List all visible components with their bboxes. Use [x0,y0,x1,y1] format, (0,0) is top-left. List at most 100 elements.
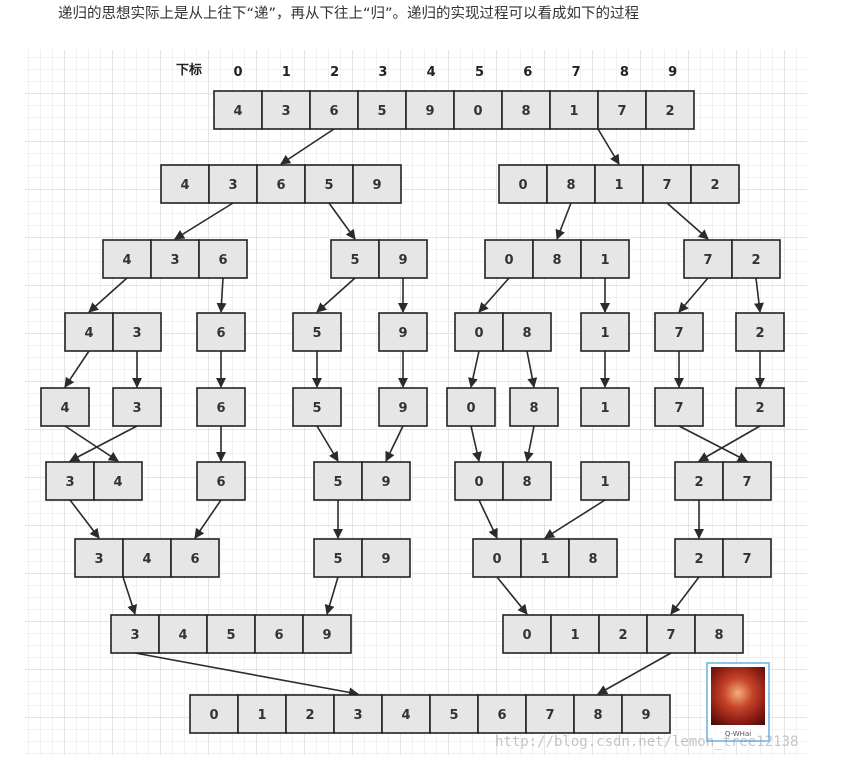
cell-value: 5 [312,326,321,341]
cell-value: 8 [522,326,531,341]
cell-value: 3 [94,552,103,567]
array-cell [160,164,210,204]
cell-value: 1 [600,475,609,490]
array-cell [646,614,696,654]
array-box: 9 [378,312,428,352]
cell-value: 8 [521,104,530,119]
array-cell [502,614,552,654]
arrow [64,350,90,388]
cell-value: 5 [333,552,342,567]
cell-value: 8 [593,708,602,723]
cell-value: 4 [178,628,187,643]
array-cell [313,538,363,578]
cell-value: 8 [552,253,561,268]
array-cell [722,461,772,501]
cell-value: 9 [381,552,390,567]
avatar[interactable]: Q-WHai [706,662,770,742]
cell-value: 4 [113,475,122,490]
array-box: 4 [40,387,90,427]
array-cell [573,694,623,734]
array-cell [357,90,407,130]
arrow [385,425,404,462]
cell-value: 5 [324,178,333,193]
array-cell [196,387,246,427]
array-cell [694,614,744,654]
array-cell [446,387,496,427]
cell-value: 6 [276,178,285,193]
arrow [280,128,335,165]
array-cell [546,164,596,204]
array-cell [292,387,342,427]
cell-value: 0 [522,628,531,643]
cell-value: 2 [694,475,703,490]
cell-value: 5 [333,475,342,490]
array-cell [352,164,402,204]
arrow [526,350,538,388]
cell-value: 1 [600,253,609,268]
array-box: 6 [196,312,246,352]
cell-value: 3 [130,628,139,643]
array-cell [429,694,479,734]
arrow [678,425,748,462]
arrow [316,277,356,313]
arrow [698,425,761,462]
arrow [670,576,700,615]
array-cell [196,312,246,352]
arrow [523,425,535,462]
array-cell [378,312,428,352]
cell-value: 2 [694,552,703,567]
arrow [678,277,709,313]
array-cell [568,538,618,578]
cell-value: 0 [492,552,501,567]
cell-value: 8 [588,552,597,567]
cell-value: 9 [381,475,390,490]
array-cell [654,312,704,352]
array-box: 2 [735,312,785,352]
array-box: 6 [196,461,246,501]
cell-value: 9 [425,104,434,119]
array-cell [112,387,162,427]
array-cell [256,164,306,204]
cell-value: 9 [372,178,381,193]
arrow [597,652,672,695]
index-number: 8 [620,65,629,80]
cell-value: 1 [540,552,549,567]
array-box: 1 [580,387,630,427]
array-cell [580,312,630,352]
cell-value: 4 [84,326,93,341]
cell-value: 5 [350,253,359,268]
array-box: 7 [654,312,704,352]
array-cell [198,239,248,279]
cell-value: 3 [281,104,290,119]
cell-value: 7 [742,475,751,490]
array-cell [501,90,551,130]
index-label: 下标 [176,62,202,78]
array-cell [285,694,335,734]
cell-value: 1 [600,401,609,416]
array-box: 1 [580,312,630,352]
arrow [324,576,339,615]
arrow [216,277,227,313]
array-cell [594,164,644,204]
array-cell [40,387,90,427]
watermark: http://blog.csdn.net/lemon_tree12138 [495,734,799,750]
cell-value: 1 [569,104,578,119]
cell-value: 4 [180,178,189,193]
cell-value: 2 [755,326,764,341]
cell-value: 6 [497,708,506,723]
cell-value: 9 [641,708,650,723]
cell-value: 4 [401,708,410,723]
intro-text: 递归的思想实际上是从上往下“递”，再从下往上“归”。递归的实现过程可以看成如下的… [58,6,640,22]
array-cell [550,614,600,654]
cell-value: 1 [570,628,579,643]
array-cell [261,90,311,130]
